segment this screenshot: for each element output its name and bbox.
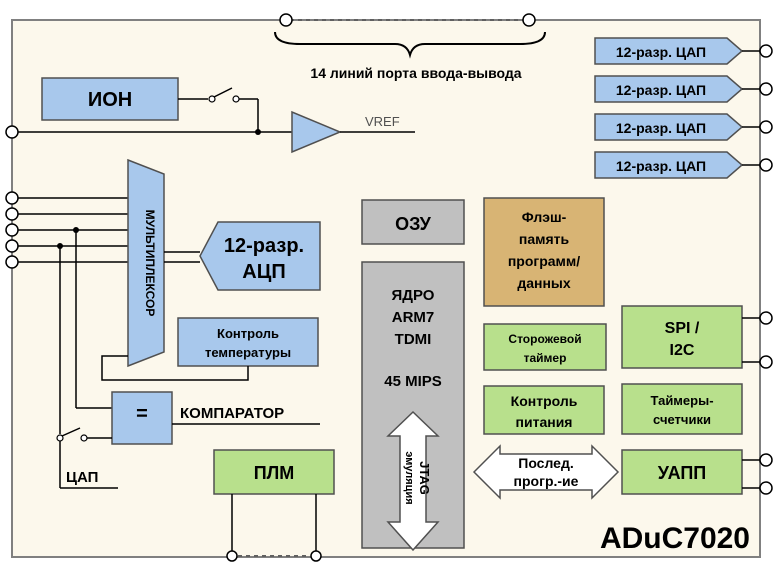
- flash-line4: данных: [517, 275, 571, 291]
- temp-control-line2: температуры: [205, 345, 291, 360]
- uart-block: [621, 449, 743, 495]
- io-port-pin-left: [279, 13, 293, 27]
- io-port-brace: [274, 31, 546, 59]
- dac-channel-2-label: 12-разр. ЦАП: [616, 82, 706, 98]
- plm-label: ПЛМ: [254, 463, 295, 483]
- plm-block: [213, 449, 335, 495]
- adc-label-line1: 12-разр.: [224, 235, 304, 257]
- adc-label-line2: АЦП: [242, 261, 285, 283]
- temp-control-line1: Контроль: [217, 326, 279, 341]
- comparator-switch: [56, 427, 118, 489]
- comparator-symbol: =: [136, 403, 148, 425]
- temp-to-mux: [101, 355, 249, 381]
- jtag-line1: JTAG: [417, 461, 432, 495]
- plm-pin-right: [310, 550, 322, 562]
- io-port-pin-right: [522, 13, 536, 27]
- pin: [5, 239, 19, 253]
- power-control-line2: питания: [516, 414, 573, 430]
- timers-line1: Таймеры-: [650, 393, 713, 408]
- ion-block: [41, 77, 179, 121]
- spi-i2c-line1: SPI /: [665, 320, 700, 337]
- core-line2: ARM7: [392, 309, 435, 326]
- dac-channel-1: [594, 37, 744, 65]
- dac-small-label: ЦАП: [66, 469, 98, 486]
- dac-channel-3-label: 12-разр. ЦАП: [616, 120, 706, 136]
- timers-line2: счетчики: [653, 412, 711, 427]
- watchdog-line1: Сторожевой: [508, 332, 581, 346]
- vref-buffer: [291, 110, 342, 154]
- pin: [5, 255, 19, 269]
- flash-line1: Флэш-: [522, 209, 567, 225]
- vref-switch: [178, 87, 261, 135]
- pin: [5, 191, 19, 205]
- io-port: 14 линий порта ввода-вывода: [12, 13, 760, 81]
- serial-prog-arrow: [472, 444, 620, 500]
- multiplexer-label: МУЛЬТИПЛЕКСОР: [143, 210, 157, 317]
- vref-label: VREF: [365, 114, 400, 129]
- uart-label: УАПП: [658, 463, 706, 483]
- pin: [5, 125, 19, 139]
- dac-channel-1-label: 12-разр. ЦАП: [616, 44, 706, 60]
- multiplexer: [127, 158, 165, 368]
- chip-name: ADuC7020: [600, 522, 750, 555]
- serial-prog-line2: прогр.-ие: [514, 473, 579, 489]
- jtag-line2: эмуляция: [403, 451, 415, 504]
- dac-channels: 12-разр. ЦАП 12-разр. ЦАП 12-разр. ЦАП 1…: [594, 37, 773, 179]
- pin: [5, 207, 19, 221]
- timers-block: [621, 383, 743, 435]
- io-port-label: 14 линий порта ввода-вывода: [310, 65, 521, 81]
- jtag-arrow: [386, 410, 440, 552]
- pin: [5, 223, 19, 237]
- core-line4: 45 MIPS: [384, 373, 442, 390]
- dac-channel-4: [594, 151, 744, 179]
- mux-input-lines: [18, 197, 130, 434]
- flash-block: [483, 197, 605, 307]
- watchdog-block: [483, 323, 607, 371]
- plm-pin-left: [226, 550, 238, 562]
- serial-prog-line1: Послед.: [518, 455, 574, 471]
- dac-channel-2: [594, 75, 744, 103]
- flash-line2: память: [519, 231, 570, 247]
- dac-channel-4-label: 12-разр. ЦАП: [616, 158, 706, 174]
- power-control-block: [483, 385, 605, 435]
- core-line1: ЯДРО: [392, 287, 435, 304]
- flash-line3: программ/: [508, 253, 580, 269]
- watchdog-line2: таймер: [524, 351, 567, 365]
- comparator-label: КОМПАРАТОР: [180, 405, 284, 422]
- adc-block: [199, 221, 321, 291]
- comparator-block: [111, 391, 173, 445]
- dac-channel-3: [594, 113, 744, 141]
- ram-label: ОЗУ: [395, 214, 432, 234]
- spi-i2c-line2: I2C: [670, 342, 695, 359]
- core-line3: TDMI: [395, 331, 432, 348]
- spi-i2c-block: [621, 305, 743, 369]
- ram-block: [361, 199, 465, 245]
- power-control-line1: Контроль: [511, 393, 578, 409]
- ion-label: ИОН: [88, 89, 132, 111]
